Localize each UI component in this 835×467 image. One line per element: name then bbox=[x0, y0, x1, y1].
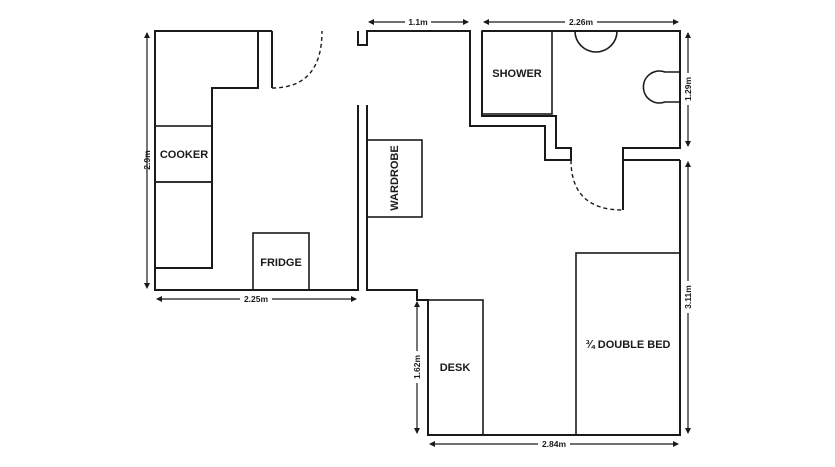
fridge-label: FRIDGE bbox=[260, 257, 302, 269]
desk-box bbox=[427, 299, 484, 436]
dim-left-height-text: 2.9m bbox=[142, 150, 152, 170]
fridge-box bbox=[252, 232, 310, 291]
shower-label: SHOWER bbox=[492, 68, 542, 80]
dim-bedroom-width-text: 2.84m bbox=[542, 439, 567, 449]
hall-lower-wall bbox=[366, 105, 681, 436]
bathroom-left-wall bbox=[481, 31, 572, 160]
bed-label: ¾ DOUBLE BED bbox=[586, 339, 671, 351]
dim-bathroom-width-text: 2.26m bbox=[569, 17, 594, 27]
dim-kitchen-width-text: 2.25m bbox=[244, 294, 269, 304]
dimension-lines: 2.9m 2.25m 1.1m 2.26m 1.29m 3.11m 1.62m … bbox=[142, 16, 694, 449]
fixtures bbox=[154, 30, 681, 436]
dim-bathroom-height-text: 1.29m bbox=[683, 77, 693, 102]
wardrobe-label: WARDROBE bbox=[389, 145, 401, 210]
dim-desk-height-text: 1.62m bbox=[412, 355, 422, 380]
doors bbox=[271, 30, 624, 211]
bathroom-wall bbox=[482, 30, 681, 210]
basin-shape bbox=[574, 30, 618, 53]
bed-box bbox=[575, 252, 681, 436]
cooker-label: COOKER bbox=[160, 149, 208, 161]
room-labels: COOKER FRIDGE WARDROBE SHOWER DESK ¾ DOU… bbox=[160, 68, 671, 374]
wardrobe-box bbox=[366, 139, 423, 218]
dim-bedroom-height-text: 3.11m bbox=[683, 285, 693, 309]
toilet-shape bbox=[642, 70, 681, 104]
shower-box bbox=[481, 30, 553, 115]
bathroom-door-arc bbox=[570, 159, 624, 211]
dim-hall-width-text: 1.1m bbox=[408, 17, 428, 27]
hall-top-wall bbox=[357, 30, 572, 161]
kitchen-door-arc bbox=[271, 30, 323, 89]
kitchen-counter-line bbox=[155, 31, 259, 269]
desk-label: DESK bbox=[440, 362, 471, 374]
kitchen-wall-outer bbox=[154, 30, 359, 291]
